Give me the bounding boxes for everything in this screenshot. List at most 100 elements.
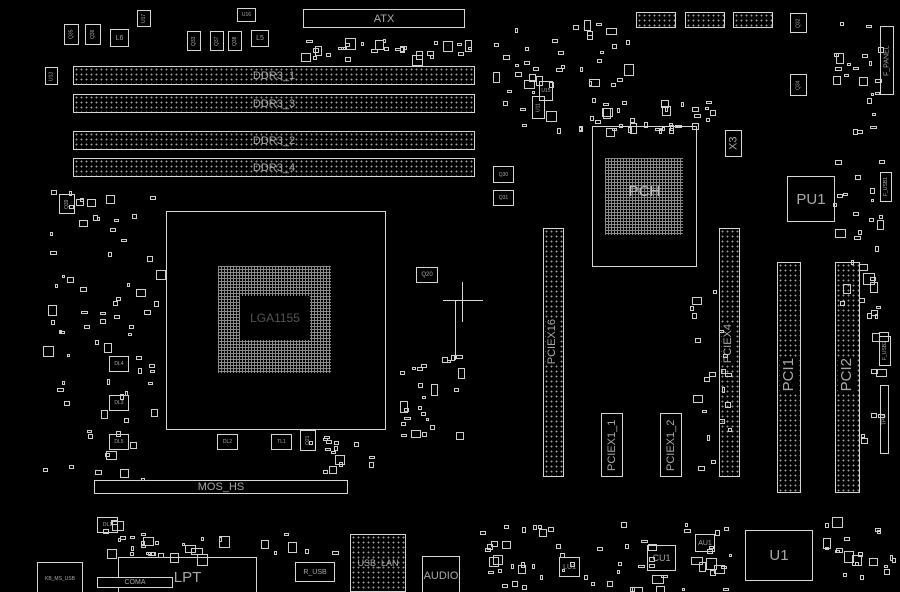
smd-pad xyxy=(283,532,289,537)
smd-pad xyxy=(50,319,56,325)
smd-pad xyxy=(169,553,179,563)
u16-chip[interactable]: U16 xyxy=(237,8,256,22)
pciex1-1-slot[interactable]: PCIEX1_1 xyxy=(601,413,623,477)
pciex16-slot[interactable]: PCIEX16 xyxy=(543,228,564,477)
smd-pad xyxy=(129,441,138,449)
q39-mosfet[interactable]: Q39 xyxy=(59,194,75,214)
pciex1-2-slot[interactable]: PCIEX1_2 xyxy=(660,413,682,477)
u1-chip[interactable]: U1 xyxy=(745,530,813,581)
smd-pad xyxy=(851,555,862,567)
q34-mosfet[interactable]: Q34 xyxy=(790,74,807,96)
smd-pad xyxy=(124,418,129,423)
smd-pad xyxy=(512,580,518,587)
u15-label: U15 xyxy=(541,88,551,94)
usb-lan-connector[interactable]: USB_LAN xyxy=(350,534,406,592)
smd-pad xyxy=(876,369,887,378)
smd-pad xyxy=(617,561,622,567)
smd-pad xyxy=(489,556,500,567)
smd-pad xyxy=(185,545,196,553)
pu1-chip[interactable]: PU1 xyxy=(787,176,835,222)
smd-pad xyxy=(323,469,328,475)
smd-pad xyxy=(722,386,726,393)
smd-pad xyxy=(719,330,725,334)
coma-connector[interactable]: COMA xyxy=(97,577,173,588)
mos-heatsink[interactable]: MOS_HS xyxy=(94,480,348,494)
lu1-chip[interactable]: LU1 xyxy=(559,557,580,577)
u11-chip[interactable]: U11 xyxy=(532,96,545,119)
smd-pad xyxy=(49,231,54,236)
smd-pad xyxy=(400,370,406,375)
smd-pad xyxy=(707,548,713,555)
pch-chip[interactable]: PCH xyxy=(592,126,697,267)
smd-pad xyxy=(868,60,873,67)
dl1-component[interactable]: DL1 xyxy=(97,517,118,533)
smd-pad xyxy=(879,215,883,220)
f-panel-header[interactable]: F_PANEL xyxy=(880,26,894,95)
smd-pad xyxy=(522,526,527,533)
u17-chip[interactable]: U17 xyxy=(137,10,151,27)
cu1-chip[interactable]: CU1 xyxy=(647,545,676,571)
pciex4-slot[interactable]: PCIEX4 xyxy=(719,228,740,477)
smd-pad xyxy=(884,564,888,568)
ddr3-4-slot[interactable]: DDR3_4 xyxy=(73,158,475,177)
atx-connector[interactable]: ATX xyxy=(303,9,465,28)
smd-pad xyxy=(102,529,109,535)
u13-chip[interactable]: U13 xyxy=(45,67,58,85)
audio-connector[interactable]: AUDIO xyxy=(422,556,460,592)
smd-pad xyxy=(655,127,663,131)
f-usb2-header[interactable]: F_USB2 xyxy=(879,336,891,366)
q38-mosfet[interactable]: Q38 xyxy=(228,31,242,51)
smd-pad xyxy=(131,214,137,220)
smd-pad xyxy=(110,228,117,233)
x3-crystal[interactable]: X3 xyxy=(725,130,742,157)
smd-pad xyxy=(579,67,584,72)
smd-pad xyxy=(81,310,88,315)
smd-pad xyxy=(330,450,336,455)
pci1-slot[interactable]: PCI1 xyxy=(777,262,801,493)
dl4-component[interactable]: DL4 xyxy=(109,356,129,372)
l5-inductor[interactable]: L5 xyxy=(251,30,269,47)
smd-pad xyxy=(842,192,849,196)
f-usb1-header[interactable]: F_USB1 xyxy=(880,172,892,202)
r-usb-connector[interactable]: R_USB xyxy=(295,562,335,582)
coma-label: COMA xyxy=(124,579,146,586)
smd-pad xyxy=(260,540,269,550)
ddr3-2-slot[interactable]: DDR3_2 xyxy=(73,131,475,150)
q30-mosfet[interactable]: Q30 xyxy=(493,166,514,183)
q36-mosfet[interactable]: Q36 xyxy=(85,24,101,45)
dl2-component[interactable]: DL2 xyxy=(217,434,238,450)
smd-pad xyxy=(725,372,732,378)
lpt-connector[interactable]: LPT xyxy=(118,557,257,592)
q20-mosfet[interactable]: Q20 xyxy=(416,267,438,283)
ddr3-3-slot[interactable]: DDR3_3 xyxy=(73,94,475,113)
fan-header-3[interactable] xyxy=(733,12,773,28)
dl5-component[interactable]: DL5 xyxy=(109,434,129,450)
au1-chip[interactable]: AU1 xyxy=(695,534,715,552)
fan-header-1[interactable] xyxy=(636,12,676,28)
smd-pad xyxy=(338,47,344,51)
q35-mosfet[interactable]: Q35 xyxy=(64,24,79,45)
kb-ms-usb-connector[interactable]: KB_MS_USB xyxy=(37,562,83,592)
q32-mosfet[interactable]: Q32 xyxy=(790,13,807,33)
smd-pad xyxy=(116,430,122,437)
smd-pad xyxy=(130,551,135,557)
tpm-header[interactable]: TPM xyxy=(880,385,889,454)
cpu-socket[interactable]: LGA1155 xyxy=(166,211,386,430)
l6-inductor[interactable]: L6 xyxy=(110,29,129,47)
fan-header-2[interactable] xyxy=(685,12,725,28)
q21-mosfet[interactable]: Q21 xyxy=(300,430,316,451)
smd-pad xyxy=(525,46,529,51)
mos-hs-label: MOS_HS xyxy=(197,481,245,493)
q33-mosfet[interactable]: Q33 xyxy=(187,31,201,51)
ddr3-1-slot[interactable]: DDR3_1 xyxy=(73,66,475,85)
q31-mosfet[interactable]: Q31 xyxy=(493,190,514,206)
dl3-component[interactable]: DL3 xyxy=(109,395,129,411)
u15-chip[interactable]: U15 xyxy=(539,81,553,101)
smd-pad xyxy=(219,536,223,542)
pci2-slot[interactable]: PCI2 xyxy=(835,262,860,493)
smd-pad xyxy=(707,434,711,441)
q37-mosfet[interactable]: Q37 xyxy=(210,31,224,51)
smd-pad xyxy=(871,198,875,203)
tl1-component[interactable]: TL1 xyxy=(271,434,292,450)
